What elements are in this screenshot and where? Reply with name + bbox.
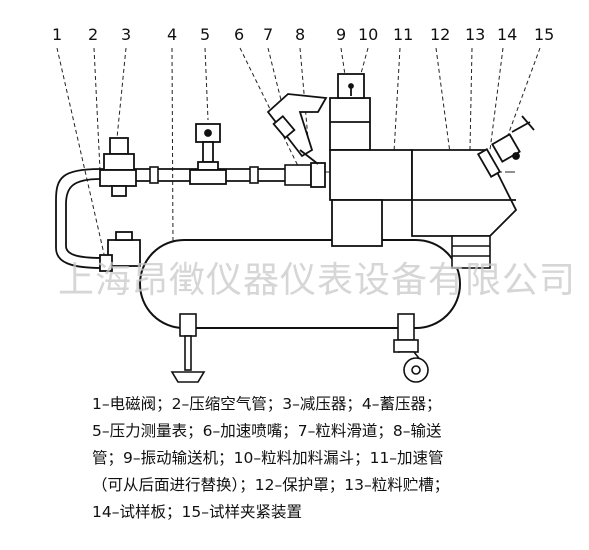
callout-8: 8 bbox=[295, 25, 305, 44]
legend-line: 管；9–振动输送机；10–粒料加料漏斗；11–加速管 bbox=[92, 449, 444, 467]
callout-10: 10 bbox=[358, 25, 378, 44]
callout-11: 11 bbox=[393, 25, 413, 44]
specimen-clamp bbox=[476, 115, 535, 178]
accelerating-nozzle bbox=[310, 162, 326, 188]
granule-chute bbox=[266, 93, 328, 165]
solenoid-valve bbox=[99, 231, 141, 272]
callout-numbers: 1 2 3 4 5 6 7 8 9 10 11 12 13 14 15 bbox=[52, 25, 554, 44]
accumulator-tank bbox=[139, 239, 461, 329]
tank-supports bbox=[170, 313, 429, 383]
callout-4: 4 bbox=[167, 25, 177, 44]
granule-storage-tank bbox=[451, 235, 491, 269]
watermark: 上海昂徵仪器仪表设备有限公司 bbox=[58, 260, 576, 301]
pipe-fittings bbox=[149, 164, 312, 186]
legend-line: （可从后面进行替换）；12–保护罩；13–粒料贮槽； bbox=[92, 476, 450, 494]
callout-12: 12 bbox=[430, 25, 450, 44]
callout-15: 15 bbox=[534, 25, 554, 44]
callout-2: 2 bbox=[88, 25, 98, 44]
legend-line: 1–电磁阀；2–压缩空气管；3–减压器；4–蓄压器； bbox=[92, 395, 442, 413]
callout-3: 3 bbox=[121, 25, 131, 44]
callout-1: 1 bbox=[52, 25, 62, 44]
acceleration-tube-housing bbox=[329, 149, 413, 247]
legend-line: 5–压力测量表；6–加速喷嘴；7–粒料滑道；8–输送 bbox=[92, 422, 442, 440]
vibratory-conveyor bbox=[329, 97, 371, 151]
apparatus-diagram: 1 2 3 4 5 6 7 8 9 10 11 12 13 14 15 bbox=[52, 25, 576, 383]
pressure-gauge bbox=[189, 123, 227, 185]
callout-6: 6 bbox=[234, 25, 244, 44]
legend: 1–电磁阀；2–压缩空气管；3–减压器；4–蓄压器； 5–压力测量表；6–加速喷… bbox=[92, 391, 572, 526]
callout-7: 7 bbox=[263, 25, 273, 44]
legend-line: 14–试样板；15–试样夹紧装置 bbox=[92, 503, 302, 521]
callout-9: 9 bbox=[336, 25, 346, 44]
pressure-reducer bbox=[99, 137, 137, 197]
callout-14: 14 bbox=[497, 25, 517, 44]
callout-13: 13 bbox=[465, 25, 485, 44]
granule-hopper bbox=[337, 73, 365, 99]
callout-5: 5 bbox=[200, 25, 210, 44]
protective-cover bbox=[411, 149, 518, 237]
